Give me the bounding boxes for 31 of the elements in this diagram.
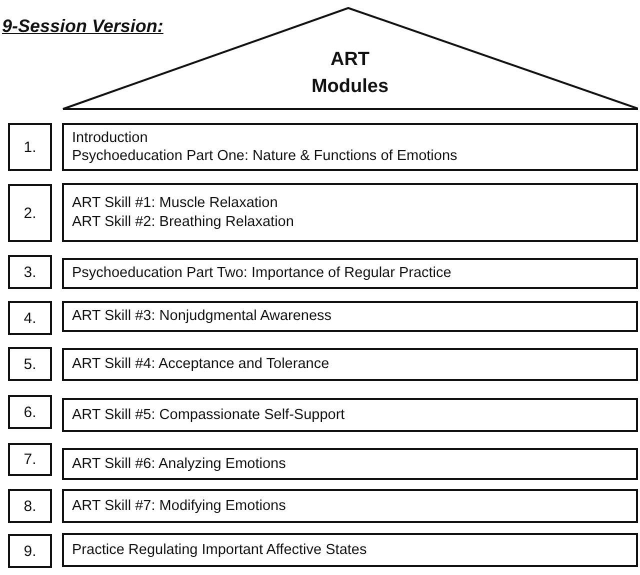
session-topic: Practice Regulating Important Affective States — [72, 540, 368, 560]
session-topic: ART Skill #3: Nonjudgmental Awareness — [72, 307, 333, 326]
session-topic: Psychoeducation Part One: Nature & Functions of Emotions — [72, 147, 458, 166]
session-content-box — [62, 301, 638, 332]
session-topic: Psychoeducation Part Two: Importance of Regular Practice — [72, 264, 452, 283]
session-number-box: 1. — [8, 123, 52, 171]
session-number-box: 7. — [8, 443, 52, 476]
session-content-box — [62, 489, 638, 523]
session-content-box — [62, 533, 638, 567]
session-number-box: 2. — [8, 184, 52, 242]
session-topic: ART Skill #6: Analyzing Emotions — [72, 454, 287, 474]
session-number-box: 4. — [8, 301, 52, 335]
session-content-box — [62, 123, 638, 171]
session-topic: Introduction — [72, 128, 149, 147]
session-number-box: 5. — [8, 347, 52, 381]
session-topic: ART Skill #2: Breathing Relaxation — [72, 212, 295, 231]
session-topic: ART Skill #1: Muscle Relaxation — [72, 194, 279, 212]
session-content-box — [62, 183, 638, 242]
session-number-box: 6. — [8, 395, 52, 429]
session-topic: ART Skill #5: Compassionate Self-Support — [72, 406, 346, 424]
session-topic: ART Skill #4: Acceptance and Tolerance — [72, 355, 330, 374]
heading: 9-Session Version: — [2, 16, 164, 37]
session-topic: ART Skill #7: Modifying Emotions — [72, 496, 287, 516]
module-heading: ART Modules — [310, 48, 390, 99]
session-number-box: 8. — [8, 489, 52, 523]
session-number-box: 9. — [8, 534, 52, 568]
session-content-box — [62, 348, 638, 381]
session-content-box — [62, 258, 638, 289]
session-content-box — [62, 398, 638, 432]
session-number-box: 3. — [8, 255, 52, 289]
session-content-box — [62, 448, 638, 480]
